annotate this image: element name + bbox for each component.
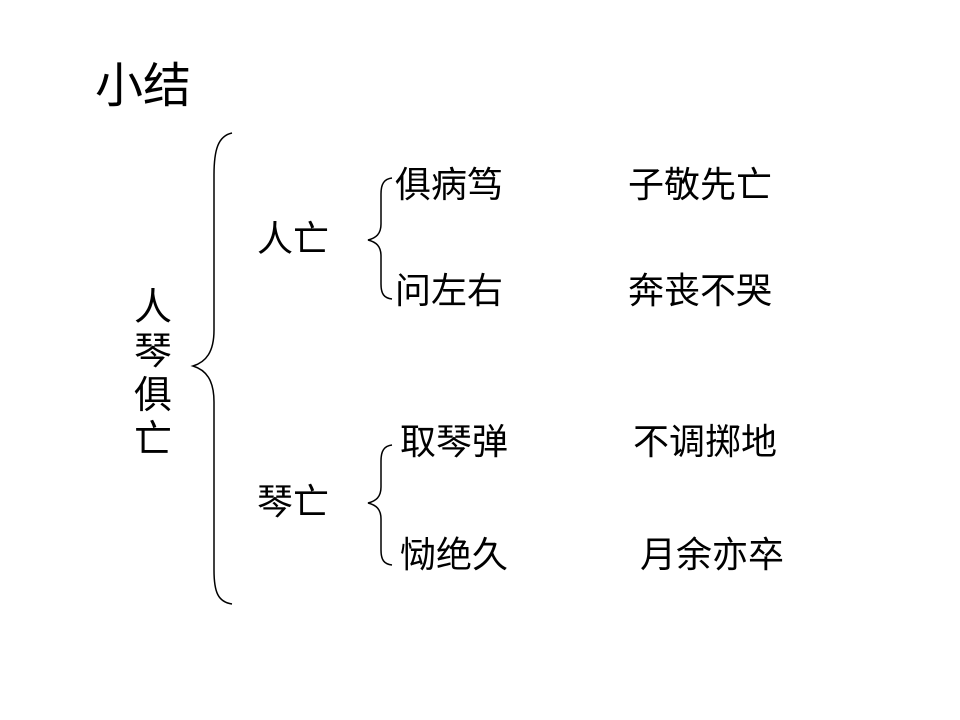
lower-brace: [367, 444, 393, 566]
branch-label-people: 人亡: [257, 219, 330, 260]
branch-item: 取琴弹: [400, 422, 509, 463]
root-label: 人 琴 俱 亡: [128, 285, 178, 461]
upper-brace: [367, 177, 393, 300]
branch-label-qin: 琴亡: [257, 482, 330, 523]
branch-item: 不调掷地: [633, 422, 778, 463]
branch-item: 子敬先亡: [628, 165, 773, 206]
branch-item: 俱病笃: [395, 165, 504, 206]
page-title: 小结: [95, 58, 192, 114]
branch-item: 月余亦卒: [640, 535, 785, 576]
branch-item: 奔丧不哭: [628, 271, 773, 312]
main-brace: [190, 132, 233, 605]
branch-item: 问左右: [395, 271, 504, 312]
root-char: 俱: [133, 373, 172, 417]
root-char: 人: [133, 285, 172, 329]
root-char: 亡: [133, 417, 172, 461]
root-char: 琴: [133, 329, 172, 373]
branch-item: 恸绝久: [400, 535, 509, 576]
